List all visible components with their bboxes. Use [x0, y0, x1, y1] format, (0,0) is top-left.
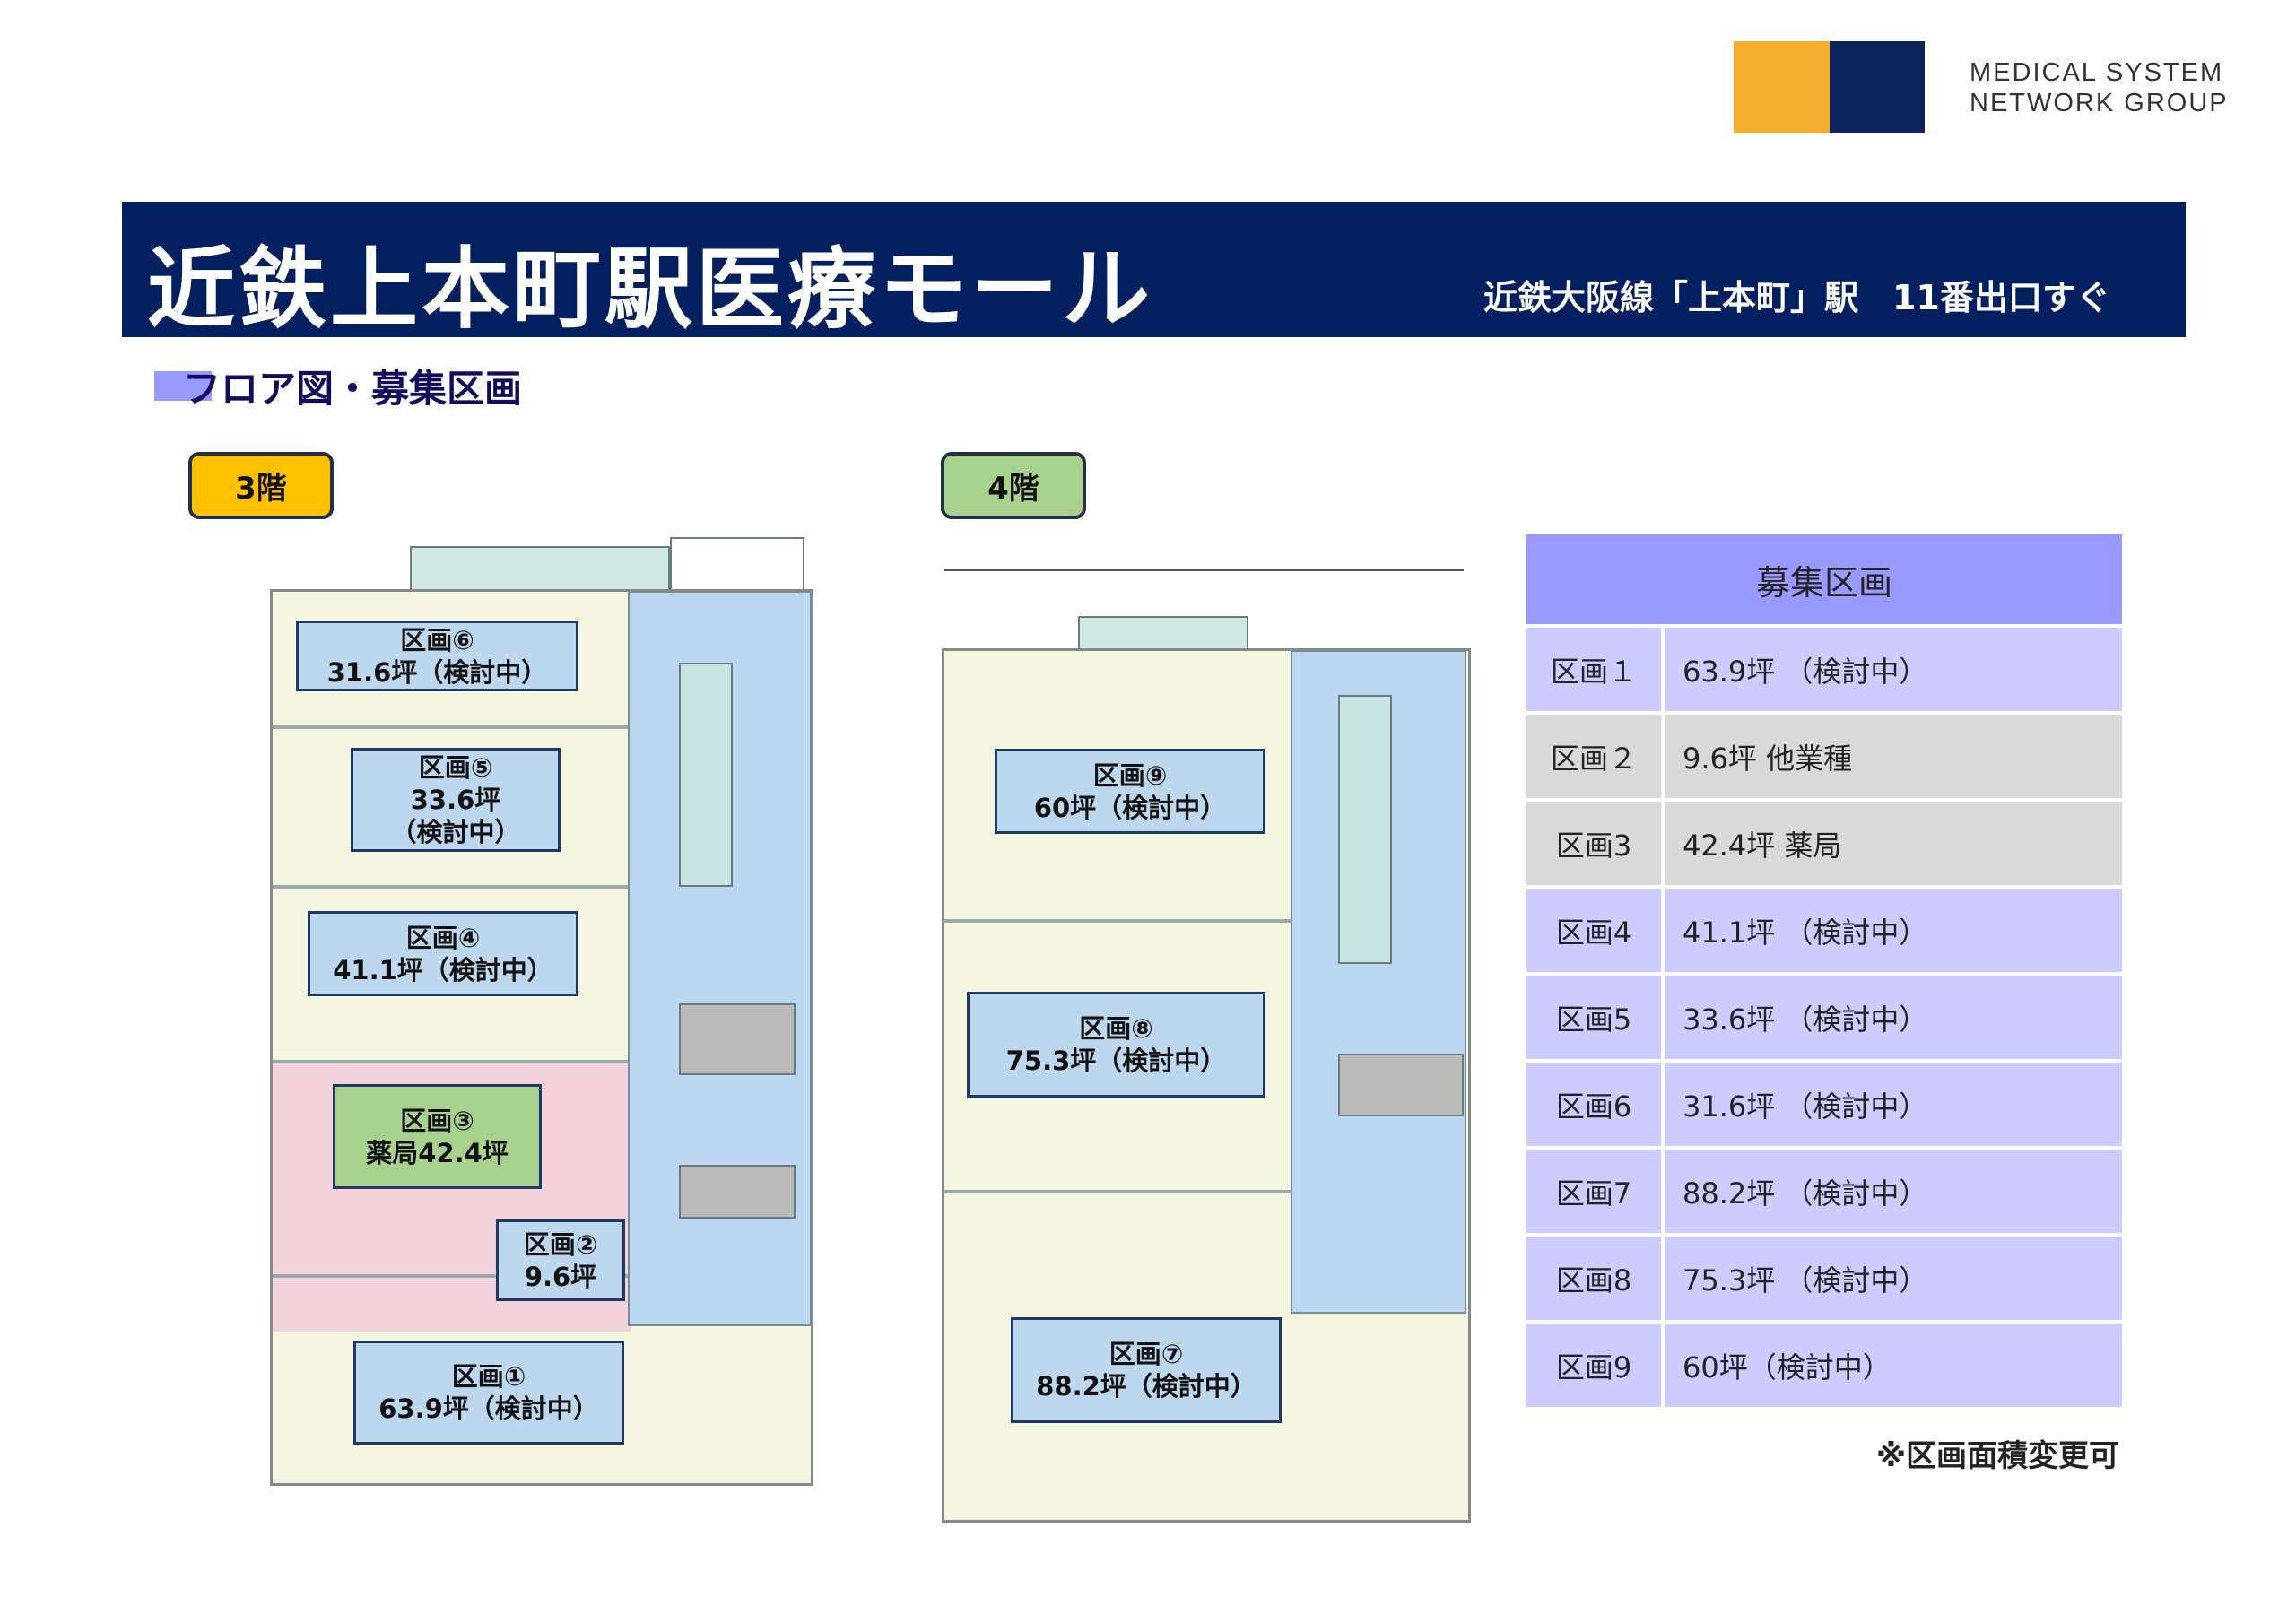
unit-cell: 区画9: [1526, 1324, 1665, 1407]
floor-3-plan: [257, 537, 824, 1501]
table-row: 区画8 75.3坪 （検討中）: [1526, 1237, 2122, 1324]
vacancy-table: 募集区画 区画１ 63.9坪 （検討中） 区画２ 9.6坪 他業種区画3 42.4坪 薬…: [1526, 534, 2122, 1410]
floor-3-badge: 3階: [188, 452, 334, 519]
info-cell: 88.2坪 （検討中）: [1683, 1176, 1928, 1211]
core-room: [1338, 695, 1392, 964]
info-cell: 75.3坪 （検討中）: [1683, 1263, 1928, 1298]
info-cell: 41.1坪 （検討中）: [1683, 915, 1928, 950]
divider: [273, 725, 628, 729]
unit-cell: 区画4: [1526, 889, 1665, 972]
stair-2: [670, 537, 804, 591]
divider: [273, 885, 628, 889]
table-header: 募集区画: [1526, 534, 2122, 628]
unit-name: 区画③: [400, 1105, 474, 1136]
divider: [273, 1060, 628, 1063]
unit-name: 区画①: [451, 1361, 526, 1392]
info-cell: 9.6坪 他業種: [1683, 741, 1853, 776]
section-marker: [154, 371, 212, 401]
unit-cell: 区画6: [1526, 1063, 1665, 1146]
unit-name: 区画⑧: [1079, 1013, 1153, 1044]
unit-detail: 63.9坪（検討中）: [378, 1393, 599, 1424]
divider: [273, 1274, 628, 1278]
access-subtitle: 近鉄大阪線「上本町」駅 11番出口すぐ: [1483, 278, 2110, 317]
unit-status: （検討中）: [390, 817, 521, 847]
table-row: 区画3 42.4坪 薬局: [1526, 802, 2122, 889]
unit-detail: 33.6坪: [410, 785, 501, 815]
outdoor-stairs: [410, 546, 670, 591]
table-row: 区画7 88.2坪 （検討中）: [1526, 1150, 2122, 1237]
table-row: 区画5 33.6坪 （検討中）: [1526, 976, 2122, 1063]
core-room: [679, 663, 733, 887]
logo-navy-square: [1830, 41, 1925, 133]
unit-name: 区画⑦: [1109, 1339, 1184, 1369]
title-bar: 近鉄上本町駅医療モール 近鉄大阪線「上本町」駅 11番出口すぐ: [122, 202, 2186, 337]
unit-cell: 区画１: [1526, 628, 1665, 711]
dimension-line: [944, 569, 1464, 571]
unit-name: 区画⑤: [418, 752, 493, 783]
floor-4-badge: 4階: [941, 452, 1086, 519]
unit-detail: 9.6坪: [524, 1261, 597, 1292]
table-row: 区画9 60坪（検討中）: [1526, 1324, 2122, 1410]
outdoor-stairs: [1078, 616, 1248, 652]
unit-detail: 薬局42.4坪: [366, 1137, 509, 1168]
info-cell: 60坪（検討中）: [1683, 1350, 1892, 1384]
ev-room: [679, 1003, 796, 1075]
table-row: 区画１ 63.9坪 （検討中）: [1526, 628, 2122, 715]
table-row: 区画4 41.1坪 （検討中）: [1526, 889, 2122, 976]
logo-orange-square: [1734, 41, 1830, 133]
unit-cell: 区画7: [1526, 1150, 1665, 1233]
section-title: フロア図・募集区画: [183, 367, 523, 411]
unit-cell: 区画3: [1526, 802, 1665, 885]
info-cell: 42.4坪 薬局: [1683, 828, 1842, 863]
unit-name: 区画⑥: [400, 624, 474, 655]
unit-detail: 75.3坪（検討中）: [1005, 1046, 1227, 1076]
unit-detail: 31.6坪（検討中）: [326, 656, 548, 688]
table-row: 区画6 31.6坪 （検討中）: [1526, 1063, 2122, 1150]
info-cell: 33.6坪 （検討中）: [1683, 1002, 1928, 1037]
info-cell: 31.6坪 （検討中）: [1683, 1089, 1928, 1124]
divider: [944, 1190, 1291, 1193]
unit-detail: 88.2坪（検討中）: [1036, 1371, 1257, 1402]
table-row: 区画２ 9.6坪 他業種: [1526, 715, 2122, 802]
unit-cell: 区画5: [1526, 976, 1665, 1059]
unit-name: 区画④: [405, 922, 481, 953]
unit-name: 区画⑨: [1092, 759, 1168, 791]
unit-detail: 41.1坪（検討中）: [333, 954, 553, 985]
ev-room: [1338, 1054, 1464, 1116]
info-cell: 63.9坪 （検討中）: [1683, 654, 1928, 689]
logo-line2: NETWORK GROUP: [1970, 89, 2229, 117]
logo-line1: MEDICAL SYSTEM: [1970, 58, 2224, 87]
divider: [944, 919, 1291, 923]
footnote: ※区画面積変更可: [1876, 1438, 2120, 1474]
unit-cell: 区画8: [1526, 1237, 1665, 1320]
unit-name: 区画②: [523, 1228, 598, 1260]
unit-cell: 区画２: [1526, 715, 1665, 798]
page-title: 近鉄上本町駅医療モール: [147, 239, 1154, 337]
ev-room-2: [679, 1165, 796, 1219]
unit-detail: 60坪（検討中）: [1033, 792, 1227, 823]
